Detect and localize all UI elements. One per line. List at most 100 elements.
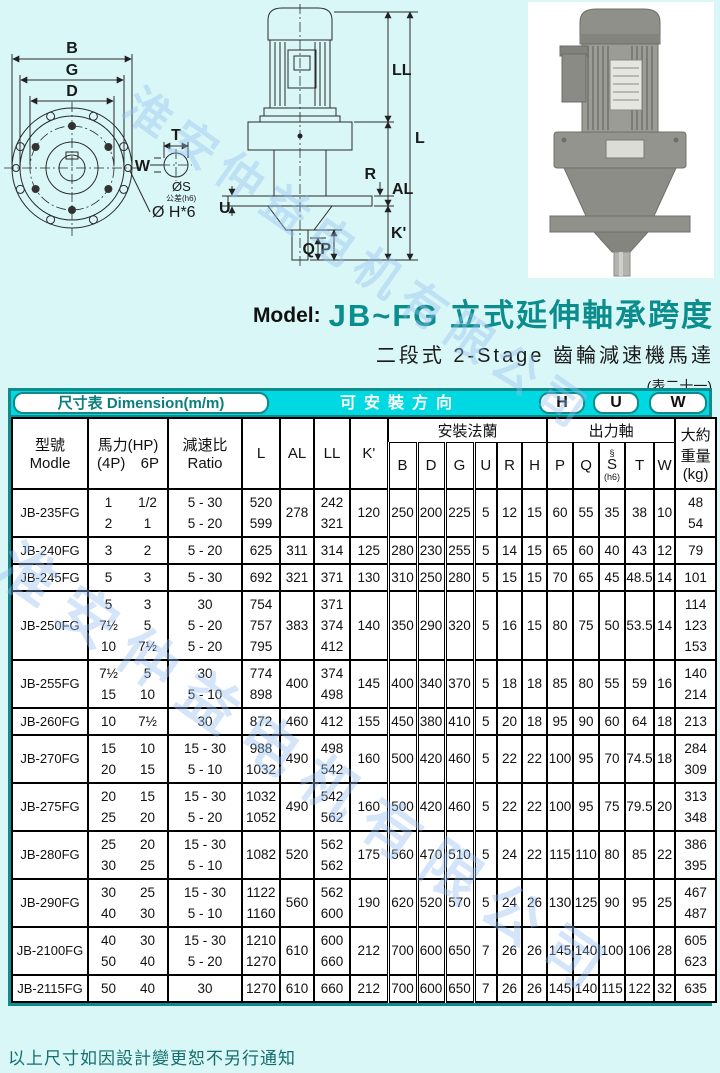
cell-D: 600 — [415, 973, 446, 1003]
cell-ratio: 5 - 30 — [167, 562, 243, 592]
cell-AL: 311 — [279, 535, 315, 565]
cell-D: 520 — [415, 877, 446, 928]
cell-W: 18 — [653, 733, 677, 784]
cell-T: 122 — [624, 973, 656, 1003]
cell-K: 140 — [349, 589, 389, 661]
dim-label-r: R — [364, 166, 376, 183]
cell-G: 410 — [443, 706, 475, 736]
col-header-W: W — [653, 442, 677, 490]
cell-S: 60 — [598, 706, 627, 736]
col-group-shaft: 出力軸 — [546, 417, 677, 443]
cell-T: 43 — [624, 535, 656, 565]
cell-B: 310 — [386, 562, 418, 592]
technical-drawings: B G D Ø H*6 — [0, 0, 720, 290]
cell-T: 48.5 — [624, 562, 656, 592]
cell-S: 55 — [598, 658, 627, 709]
cell-R: 15 — [496, 562, 523, 592]
dim-label-l: L — [415, 130, 425, 147]
cell-T: 79.5 — [624, 781, 656, 832]
col-header-LL: LL — [313, 417, 351, 490]
cell-B: 250 — [386, 487, 418, 538]
col-header-H: H — [520, 442, 549, 490]
cell-ratio: 5 - 20 — [167, 535, 243, 565]
cell-Q: 80 — [572, 658, 601, 709]
cell-AL: 610 — [279, 925, 315, 976]
cell-weight: 101 — [674, 562, 718, 592]
cell-T: 74.5 — [624, 733, 656, 784]
col-header-Q: Q — [572, 442, 601, 490]
page-title: JB~FG 立式延伸軸承跨度 — [328, 298, 714, 333]
subtitle: 二段式 2-Stage 齒輪減速機馬達 — [375, 345, 714, 367]
cell-K: 160 — [349, 781, 389, 832]
cell-S: 40 — [598, 535, 627, 565]
col-header-P: P — [546, 442, 575, 490]
cell-H: 18 — [520, 658, 549, 709]
col-header-AL: AL — [279, 417, 315, 490]
cell-weight: 79 — [674, 535, 718, 565]
cell-T: 85 — [624, 829, 656, 880]
cell-G: 320 — [443, 589, 475, 661]
cell-D: 420 — [415, 733, 446, 784]
cell-Q: 60 — [572, 535, 601, 565]
cell-W: 14 — [653, 589, 677, 661]
cell-K: 125 — [349, 535, 389, 565]
cell-H: 15 — [520, 589, 549, 661]
cell-W: 20 — [653, 781, 677, 832]
col-header-L: L — [241, 417, 281, 490]
cell-LL: 371 — [313, 562, 351, 592]
cell-Q: 140 — [572, 973, 601, 1003]
cell-K: 145 — [349, 658, 389, 709]
cell-S: 50 — [598, 589, 627, 661]
col-header-D: D — [415, 442, 446, 490]
cell-model: JB-235FG — [11, 487, 89, 538]
cell-P: 60 — [546, 487, 575, 538]
col-header-G: G — [443, 442, 475, 490]
cell-K: 155 — [349, 706, 389, 736]
cell-B: 700 — [386, 925, 418, 976]
cell-AL: 321 — [279, 562, 315, 592]
cell-H: 15 — [520, 535, 549, 565]
cell-B: 280 — [386, 535, 418, 565]
cell-weight: 635 — [674, 973, 718, 1003]
cell-K: 160 — [349, 733, 389, 784]
cell-Q: 95 — [572, 733, 601, 784]
cell-H: 22 — [520, 781, 549, 832]
cell-D: 230 — [415, 535, 446, 565]
cell-H: 15 — [520, 562, 549, 592]
cell-Q: 75 — [572, 589, 601, 661]
dim-label-d: D — [66, 83, 78, 100]
cell-K: 212 — [349, 973, 389, 1003]
cell-U: 5 — [472, 658, 498, 709]
cell-R: 26 — [496, 925, 523, 976]
cell-P: 70 — [546, 562, 575, 592]
cell-Q: 125 — [572, 877, 601, 928]
cell-L: 1082 — [241, 829, 281, 880]
motor-side-view-drawing: U LL L R AL K' Q P — [219, 4, 425, 266]
dim-label-al: AL — [392, 181, 414, 198]
cell-S: 35 — [598, 487, 627, 538]
dim-label-k: K' — [391, 225, 406, 242]
cell-D: 600 — [415, 925, 446, 976]
